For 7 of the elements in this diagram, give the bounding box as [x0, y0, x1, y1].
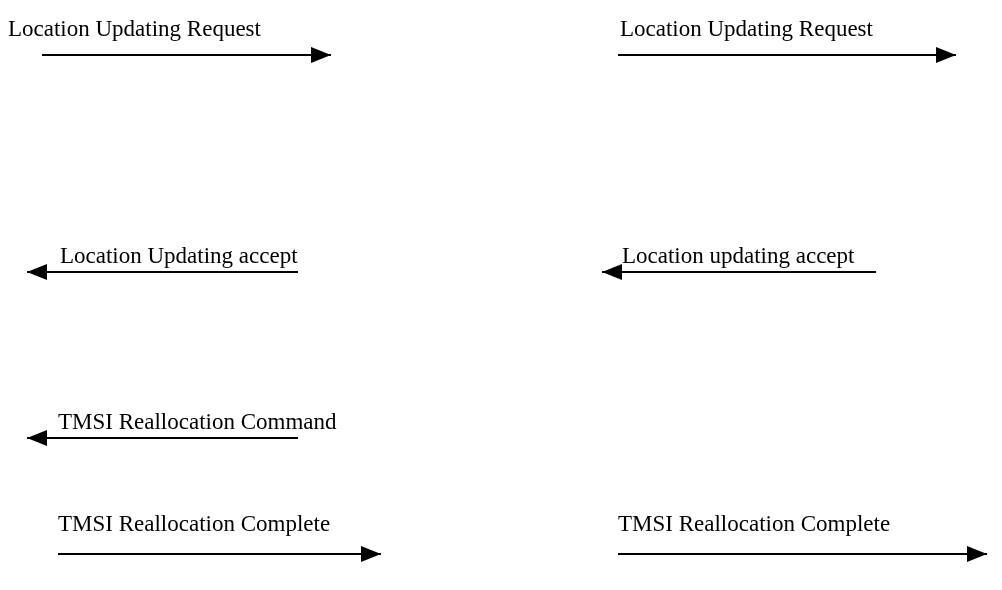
message-label: Location updating accept — [622, 243, 855, 270]
message-label: TMSI Reallocation Complete — [618, 511, 891, 538]
message-label: Location Updating accept — [60, 243, 298, 270]
message-label: TMSI Reallocation Complete — [58, 511, 331, 538]
message-label: Location Updating Request — [620, 16, 873, 43]
message-label: Location Updating Request — [8, 16, 261, 43]
message-label: TMSI Reallocation Command — [58, 409, 337, 436]
